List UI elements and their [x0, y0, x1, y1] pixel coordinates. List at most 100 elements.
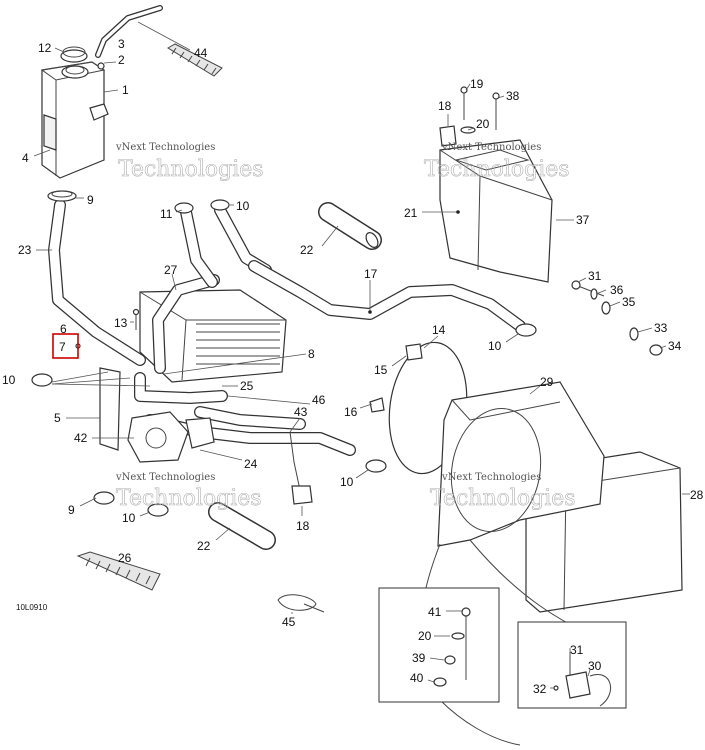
- watermark-text-6: Technologies: [116, 486, 262, 511]
- washer-33-nut-34: [629, 327, 663, 356]
- bolt-19: [460, 86, 468, 120]
- watermark-bottom-left: vNext Technologies Technologies: [115, 472, 262, 511]
- callout-39: 39: [412, 651, 426, 665]
- callout-31-inset: 31: [570, 643, 584, 657]
- bracket-5: [99, 367, 121, 451]
- watermark-bottom-right: vNext Technologies Technologies: [430, 472, 576, 511]
- callout-18-bottom: 18: [296, 519, 310, 533]
- vent-tube: [95, 5, 163, 58]
- callout-2: 2: [118, 53, 125, 67]
- callout-12: 12: [38, 41, 52, 55]
- clip-18-top: [439, 125, 457, 147]
- callout-41: 41: [428, 605, 442, 619]
- hose-23: [48, 199, 146, 366]
- watermark-text-2: Technologies: [118, 157, 264, 182]
- callout-40: 40: [410, 671, 424, 685]
- callout-37: 37: [576, 213, 590, 227]
- callout-18-top: 18: [438, 99, 452, 113]
- bolt-38: [492, 92, 500, 130]
- callout-28: 28: [690, 488, 704, 502]
- callout-10-bottom: 10: [122, 511, 136, 525]
- watermark-text-8: Technologies: [430, 486, 576, 511]
- highlight-box-7: [52, 333, 79, 359]
- callout-44: 44: [194, 46, 208, 60]
- callout-19: 19: [470, 77, 484, 91]
- coolant-reservoir-tank: [40, 61, 109, 179]
- callout-9-top: 9: [87, 193, 94, 207]
- callout-6: 6: [60, 322, 67, 336]
- callout-labels: 12 3 44 2 1 4 9 23 11 10 22 27 17 13 6 7…: [2, 21, 704, 696]
- fan-shroud-29: [437, 381, 605, 547]
- watermark-text-5: vNext Technologies: [115, 472, 215, 483]
- detail-inset-1: [378, 587, 500, 703]
- diagram-code: 10L0910: [16, 603, 48, 612]
- callout-1: 1: [122, 83, 129, 97]
- callout-10-right: 10: [488, 339, 502, 353]
- clamp-9-top: [47, 190, 77, 202]
- callout-4: 4: [22, 151, 29, 165]
- callout-25: 25: [240, 379, 254, 393]
- callout-10-top: 10: [236, 199, 250, 213]
- small-screw-13: [132, 308, 140, 330]
- watermark-text-3: vNext Technologies: [441, 142, 541, 153]
- callout-38: 38: [506, 89, 520, 103]
- callout-8: 8: [308, 347, 315, 361]
- thermostat-housing-42: [127, 411, 215, 463]
- callout-29: 29: [540, 375, 554, 389]
- tank-cap: [60, 46, 88, 63]
- callout-31-top: 31: [588, 269, 602, 283]
- callout-15: 15: [374, 363, 388, 377]
- callout-36: 36: [610, 283, 624, 297]
- callout-27: 27: [164, 263, 178, 277]
- callout-14: 14: [432, 323, 446, 337]
- callout-10-left: 10: [2, 373, 16, 387]
- bolt-31-36-35: [571, 280, 611, 315]
- callout-9-bottom: 9: [68, 503, 75, 517]
- callout-46: 46: [312, 393, 326, 407]
- callout-45: 45: [282, 615, 296, 629]
- callout-32: 32: [533, 682, 547, 696]
- callout-20-top: 20: [476, 117, 490, 131]
- callout-7: 7: [59, 340, 66, 354]
- callout-20-inset: 20: [418, 629, 432, 643]
- clamp-10-lower-right: [365, 459, 387, 473]
- corrugated-sleeve-26: [76, 551, 161, 591]
- callout-35: 35: [622, 295, 636, 309]
- callout-22-lower: 22: [197, 539, 211, 553]
- hose-22-upper: [318, 202, 382, 250]
- cable-tie-45: [277, 594, 325, 613]
- callout-13: 13: [114, 316, 128, 330]
- callout-42: 42: [74, 431, 88, 445]
- clamps-lower-left: [31, 373, 169, 517]
- callout-16: 16: [344, 405, 358, 419]
- callout-33: 33: [654, 321, 668, 335]
- callout-23: 23: [18, 243, 32, 257]
- watermark-text-1: vNext Technologies: [115, 142, 215, 153]
- callout-11: 11: [160, 207, 173, 221]
- clip-16: [369, 397, 385, 413]
- callout-10-lower-right: 10: [340, 475, 354, 489]
- hose-27: [152, 274, 220, 374]
- corrugated-sleeve-44: [167, 43, 223, 77]
- watermark-text-7: vNext Technologies: [441, 472, 541, 483]
- strap-18-lower: [289, 431, 313, 505]
- hose-17: [248, 260, 526, 332]
- hose-22-lower: [208, 502, 276, 550]
- clamp-10-right: [515, 323, 537, 337]
- watermark-top-left: vNext Technologies Technologies: [115, 142, 264, 182]
- watermark-top-right: vNext Technologies Technologies: [424, 142, 570, 182]
- watermark-text-4: Technologies: [424, 157, 570, 182]
- grommet-15: [405, 343, 423, 361]
- radiator-core: [139, 289, 287, 383]
- callout-30: 30: [588, 659, 602, 673]
- callout-43: 43: [294, 405, 308, 419]
- callout-24: 24: [244, 457, 258, 471]
- small-clamp-2: [97, 62, 105, 70]
- callout-17: 17: [364, 267, 378, 281]
- bracket-37: [439, 139, 553, 283]
- detail-inset-2: [517, 621, 627, 709]
- callout-3: 3: [118, 37, 125, 51]
- callout-21: 21: [404, 206, 418, 220]
- clamp-10-top: [210, 199, 230, 211]
